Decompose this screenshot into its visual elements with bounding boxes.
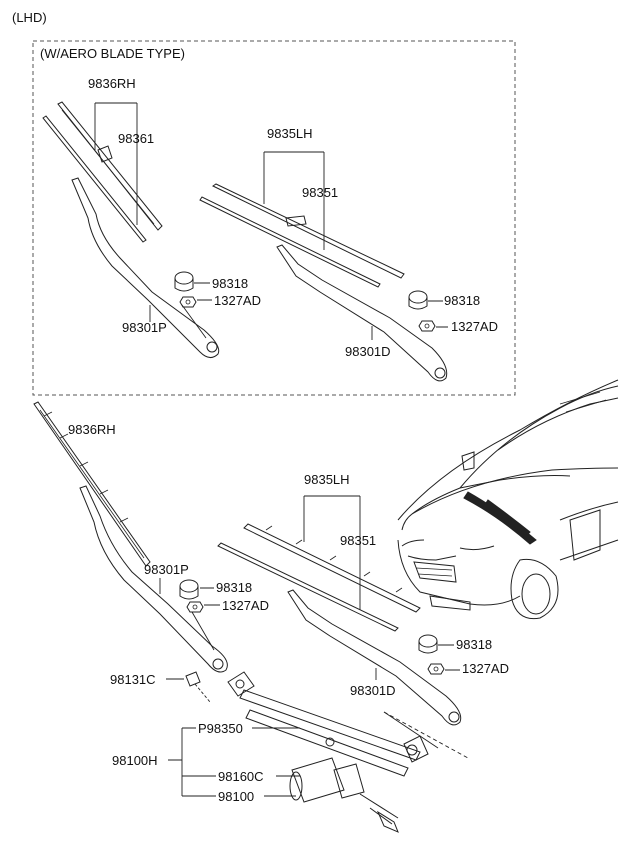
aero-box-title: (W/AERO BLADE TYPE)	[40, 46, 185, 61]
aero-nut-right-label: 1327AD	[451, 319, 498, 334]
variant-label: (LHD)	[12, 10, 47, 25]
std-nut-right-label: 1327AD	[462, 661, 509, 676]
aero-lh-blade-label: 9835LH	[267, 126, 313, 141]
aero-arm-right	[276, 244, 448, 382]
std-cap-left-icon	[179, 579, 199, 600]
std-lh-blade	[243, 523, 421, 613]
aero-blade-box	[32, 40, 516, 396]
aero-lh-refill	[199, 196, 381, 288]
assembly-bracket	[168, 727, 216, 797]
aero-cap-right-label: 98318	[444, 293, 480, 308]
std-lh-refill-label: 98351	[340, 533, 376, 548]
std-lh-refill	[217, 542, 399, 632]
std-arm-right-label: 98301D	[350, 683, 396, 698]
grommet-icon	[185, 671, 211, 703]
std-arm-left	[79, 485, 228, 673]
aero-nut-left-icon	[179, 296, 197, 308]
linkage-label: P98350	[198, 721, 243, 736]
std-arm-left-label: 98301P	[144, 562, 189, 577]
aero-arm-right-label: 98301D	[345, 344, 391, 359]
std-cap-right-label: 98318	[456, 637, 492, 652]
std-rh-blade-label: 9836RH	[68, 422, 116, 437]
std-cap-left-label: 98318	[216, 580, 252, 595]
std-nut-left-icon	[186, 601, 204, 613]
std-rh-blade	[33, 401, 151, 567]
aero-cap-left-icon	[174, 271, 194, 292]
grommet-label: 98131C	[110, 672, 156, 687]
aero-rh-blade	[57, 101, 163, 231]
aero-rh-blade-label: 9836RH	[88, 76, 136, 91]
assembly-label: 98100H	[112, 753, 158, 768]
std-lh-blade-label: 9835LH	[304, 472, 350, 487]
aero-rh-refill	[42, 115, 147, 243]
aero-nut-left-label: 1327AD	[214, 293, 261, 308]
aero-left-leaders	[149, 282, 212, 339]
std-cap-right-icon	[418, 634, 438, 654]
aero-arm-left-label: 98301P	[122, 320, 167, 335]
aero-lh-refill-label: 98351	[302, 185, 338, 200]
std-left-leaders	[159, 578, 220, 651]
aero-cap-left-label: 98318	[212, 276, 248, 291]
crank-label: 98160C	[218, 769, 264, 784]
aero-arm-left	[71, 177, 220, 358]
wiper-linkage	[227, 671, 469, 777]
vehicle-illustration	[397, 379, 619, 620]
std-nut-right-icon	[427, 663, 445, 675]
std-lh-leader	[303, 495, 361, 610]
std-arm-right	[287, 589, 462, 726]
motor-label: 98100	[218, 789, 254, 804]
aero-nut-right-icon	[418, 320, 436, 332]
aero-cap-right-icon	[408, 290, 428, 310]
wiper-motor-icon	[289, 757, 399, 833]
aero-lh-leader	[263, 151, 325, 250]
std-nut-left-label: 1327AD	[222, 598, 269, 613]
aero-rh-leader	[94, 102, 138, 225]
aero-rh-refill-label: 98361	[118, 131, 154, 146]
std-right-leaders	[375, 644, 460, 680]
aero-right-leaders	[371, 300, 448, 340]
aero-lh-blade	[211, 183, 405, 279]
